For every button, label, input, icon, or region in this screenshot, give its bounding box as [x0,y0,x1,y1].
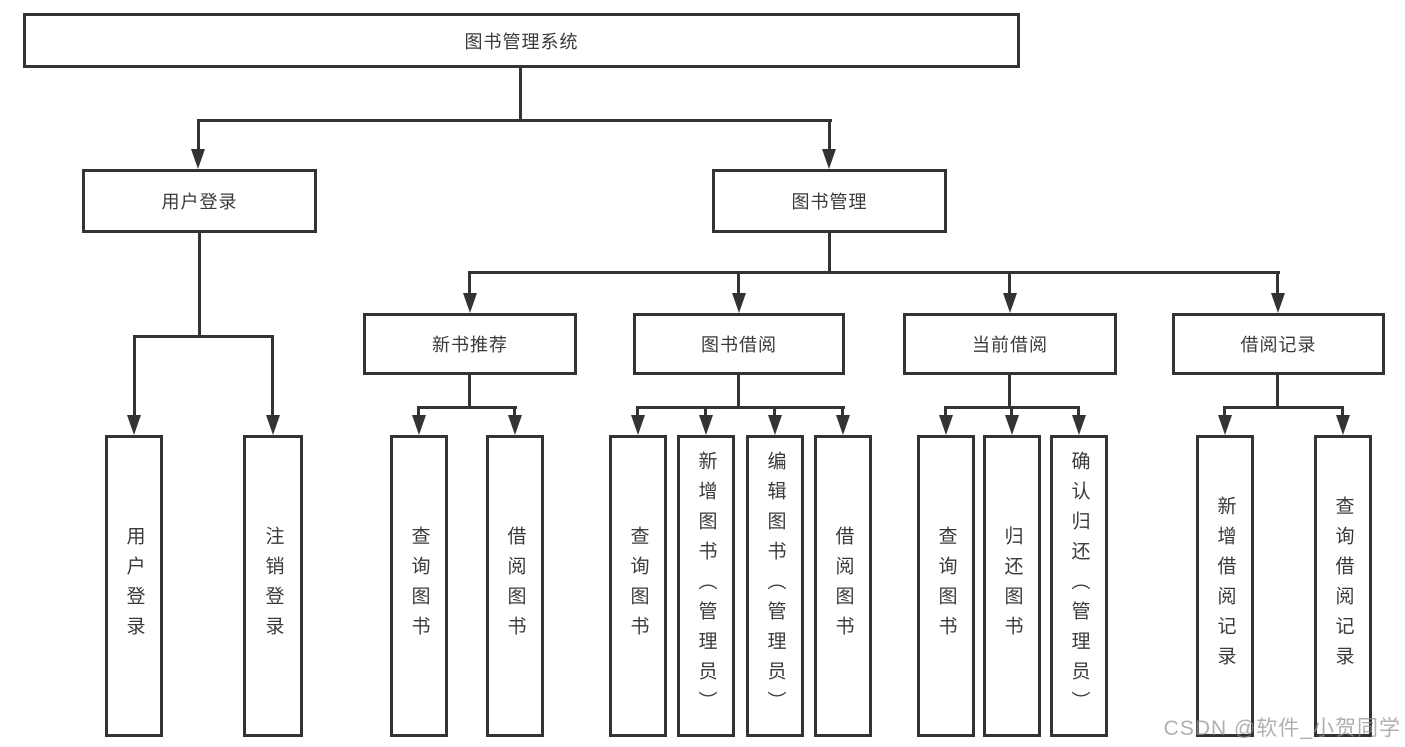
arrow-down-icon [1218,415,1232,435]
leaf-label: 注销登录 [262,526,284,646]
node-book-borrow: 图书借阅 [633,313,845,375]
node-current-borrow: 当前借阅 [903,313,1117,375]
connector-drop [704,406,707,418]
leaf-user-login: 用户登录 [105,435,163,737]
node-new-book-recommend: 新书推荐 [363,313,577,375]
leaf-label: 归还图书 [1001,526,1023,646]
connector-bar-user-login [133,335,274,338]
connector-drop [197,119,200,151]
leaf-label: 编辑图书（管理员） [764,451,786,721]
leaf-label: 新增借阅记录 [1214,496,1236,676]
node-label: 当前借阅 [972,335,1048,355]
connector-drop [1223,406,1226,418]
node-label: 图书管理系统 [464,31,579,52]
leaf-confirm-return-admin: 确认归还（管理员） [1050,435,1108,737]
connector-drop [636,406,639,418]
arrow-down-icon [266,415,280,435]
arrow-down-icon [822,149,836,169]
leaf-borrow-book-1: 借阅图书 [486,435,544,737]
leaf-label: 借阅图书 [832,526,854,646]
leaf-label: 查询图书 [935,526,957,646]
connector-drop [133,335,136,417]
connector-bar-new-book [418,406,517,409]
arrow-down-icon [1336,415,1350,435]
arrow-down-icon [768,415,782,435]
arrow-down-icon [508,415,522,435]
arrow-down-icon [836,415,850,435]
csdn-watermark: CSDN @软件_小贺同学 [1163,717,1401,740]
node-borrow-records: 借阅记录 [1172,313,1385,375]
connector-drop [417,406,420,418]
leaf-add-borrow-record: 新增借阅记录 [1196,435,1254,737]
node-label: 借阅记录 [1240,335,1317,355]
leaf-query-book-2: 查询图书 [609,435,667,737]
leaf-label: 确认归还（管理员） [1068,451,1090,721]
leaf-query-borrow-record: 查询借阅记录 [1314,435,1372,737]
connector-stem-borrow-records [1276,375,1279,408]
connector-drop [1341,406,1344,418]
connector-stem-current-borrow [1008,375,1011,408]
leaf-label: 借阅图书 [504,526,526,646]
connector-stem-book-borrow [737,375,740,408]
connector-stem-root [519,68,522,121]
leaf-label: 新增图书（管理员） [695,451,717,721]
connector-drop [1010,406,1013,418]
arrow-down-icon [1271,293,1285,313]
arrow-down-icon [699,415,713,435]
leaf-label: 查询图书 [627,526,649,646]
arrow-down-icon [191,149,205,169]
leaf-query-book-1: 查询图书 [390,435,448,737]
connector-drop [468,271,471,295]
connector-drop [841,406,844,418]
connector-drop [737,271,740,295]
node-label: 新书推荐 [432,335,508,355]
leaf-add-book-admin: 新增图书（管理员） [677,435,735,737]
connector-drop [1276,271,1279,295]
node-root-library-system: 图书管理系统 [23,13,1020,68]
connector-stem-book-management [828,233,831,273]
arrow-down-icon [1072,415,1086,435]
leaf-logout: 注销登录 [243,435,303,737]
connector-stem-new-book [468,375,471,408]
leaf-query-book-3: 查询图书 [917,435,975,737]
connector-drop [1077,406,1080,418]
node-book-management: 图书管理 [712,169,947,233]
connector-stem-user-login [198,233,201,337]
connector-drop [271,335,274,417]
leaf-return-book: 归还图书 [983,435,1041,737]
node-label: 用户登录 [161,192,238,212]
arrow-down-icon [1003,293,1017,313]
arrow-down-icon [631,415,645,435]
connector-drop [513,406,516,418]
leaf-edit-book-admin: 编辑图书（管理员） [746,435,804,737]
connector-bar-book-borrow [637,406,845,409]
leaf-label: 查询图书 [408,526,430,646]
connector-bar-book-management [469,271,1280,274]
connector-bar-root [197,119,832,122]
connector-drop [944,406,947,418]
connector-drop [828,119,831,151]
leaf-label: 用户登录 [123,526,145,646]
arrow-down-icon [463,293,477,313]
arrow-down-icon [127,415,141,435]
leaf-label: 查询借阅记录 [1332,496,1354,676]
arrow-down-icon [412,415,426,435]
arrow-down-icon [939,415,953,435]
node-label: 图书管理 [791,192,868,212]
connector-drop [1008,271,1011,295]
node-label: 图书借阅 [701,335,777,355]
connector-drop [773,406,776,418]
arrow-down-icon [732,293,746,313]
connector-bar-borrow-records [1224,406,1344,409]
arrow-down-icon [1005,415,1019,435]
leaf-borrow-book-2: 借阅图书 [814,435,872,737]
node-user-login: 用户登录 [82,169,317,233]
